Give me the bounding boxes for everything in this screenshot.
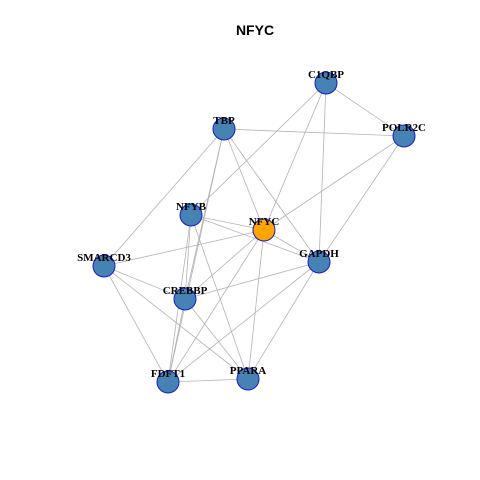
edge-tbp-smarcd3 (103, 128, 225, 267)
edge-c1qbp-gapdh (318, 82, 327, 263)
edge-nfyc-crebbp (184, 229, 265, 300)
node-circle-fdft1 (156, 370, 180, 394)
node-fdft1: FDFT1 (151, 368, 185, 394)
node-c1qbp: C1QBP (308, 69, 344, 95)
node-smarcd3: SMARCD3 (77, 252, 131, 278)
node-circle-tbp (212, 117, 236, 141)
node-label-ppara: PPARA (230, 365, 267, 377)
edge-c1qbp-polr2c (325, 82, 405, 137)
node-polr2c: POLR2C (382, 122, 426, 148)
node-circle-gapdh (307, 250, 331, 274)
node-crebbp: CREBBP (163, 285, 208, 311)
node-label-gapdh: GAPDH (299, 248, 339, 260)
node-nfyb: NFYB (176, 201, 207, 227)
edge-tbp-polr2c (223, 128, 405, 137)
edge-tbp-gapdh (223, 128, 320, 263)
node-tbp: TBP (212, 115, 236, 141)
node-label-nfyb: NFYB (176, 201, 207, 213)
node-label-smarcd3: SMARCD3 (77, 252, 131, 264)
node-circle-nfyc (252, 218, 276, 242)
edge-nfyb-ppara (190, 214, 249, 380)
edge-nfyb-nfyc (190, 214, 265, 231)
edge-c1qbp-nfyb (190, 82, 327, 216)
edge-crebbp-fdft1 (167, 298, 186, 383)
edge-gapdh-crebbp (184, 261, 320, 300)
edge-gapdh-ppara (247, 261, 320, 380)
node-gapdh: GAPDH (299, 248, 339, 274)
edge-nfyb-crebbp (184, 214, 192, 300)
node-label-polr2c: POLR2C (382, 122, 426, 134)
node-label-nfyc: NFYC (249, 216, 280, 228)
edge-c1qbp-nfyc (263, 82, 327, 231)
edge-nfyc-ppara (247, 229, 265, 380)
edge-smarcd3-crebbp (103, 265, 186, 300)
node-label-crebbp: CREBBP (163, 285, 208, 297)
node-label-fdft1: FDFT1 (151, 368, 185, 380)
edge-gapdh-fdft1 (167, 261, 320, 383)
edge-crebbp-ppara (184, 298, 249, 380)
edges-layer (103, 82, 405, 383)
node-circle-polr2c (392, 124, 416, 148)
diagram-title: NFYC (236, 22, 274, 38)
node-circle-c1qbp (314, 71, 338, 95)
node-circle-ppara (236, 367, 260, 391)
node-ppara: PPARA (230, 365, 267, 391)
node-circle-nfyb (179, 203, 203, 227)
edge-nfyc-smarcd3 (103, 229, 265, 267)
edge-smarcd3-fdft1 (103, 265, 169, 383)
node-label-tbp: TBP (213, 115, 235, 127)
edge-nfyc-fdft1 (167, 229, 265, 383)
nodes-layer: C1QBP TBP POLR2C NFYB NFYC GAPDH SMARCD3CREBBP… (77, 69, 426, 394)
node-circle-smarcd3 (92, 254, 116, 278)
edge-nfyb-gapdh (190, 214, 320, 263)
node-label-c1qbp: C1QBP (308, 69, 344, 81)
edge-fdft1-ppara (167, 378, 249, 383)
edge-tbp-nfyc (223, 128, 265, 231)
node-nfyc: NFYC (249, 216, 280, 242)
edge-polr2c-nfyc (263, 135, 405, 231)
node-circle-crebbp (173, 287, 197, 311)
edge-tbp-fdft1 (167, 128, 225, 383)
edge-polr2c-gapdh (318, 135, 405, 263)
edge-smarcd3-ppara (103, 265, 249, 380)
